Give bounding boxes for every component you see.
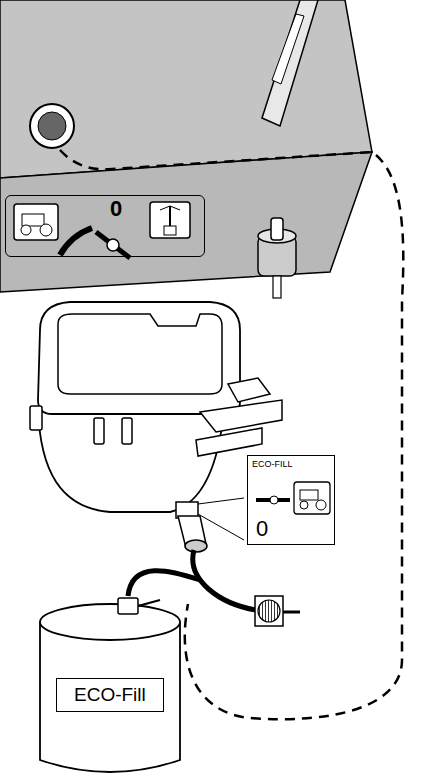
sprayer-icon [150,202,190,238]
outlet-fitting [176,498,244,552]
housing-top [0,0,372,178]
housing-valve [258,218,296,298]
flap [262,0,318,126]
panel-lever [96,232,130,258]
sight-glass-inner [38,112,66,140]
sight-glass [30,104,74,148]
eco-fill-label: ECO-FILL 0 [247,455,335,545]
tractor-icon [14,204,58,240]
label-text: ECO-Fill [74,685,146,704]
position-number: 0 [110,198,122,220]
barrel-label: ECO-Fill [56,678,164,712]
label-text: ECO-FILL [252,460,293,469]
flap-slot [272,14,304,84]
hopper [30,302,282,512]
hose [193,550,256,610]
filter [255,596,283,626]
gauge-arc [60,228,92,255]
hose [128,571,200,596]
position-number: 0 [256,518,268,540]
barrel [40,598,180,772]
control-panel: 0 [5,195,205,257]
label-icons [256,482,330,514]
housing-front [0,152,372,292]
